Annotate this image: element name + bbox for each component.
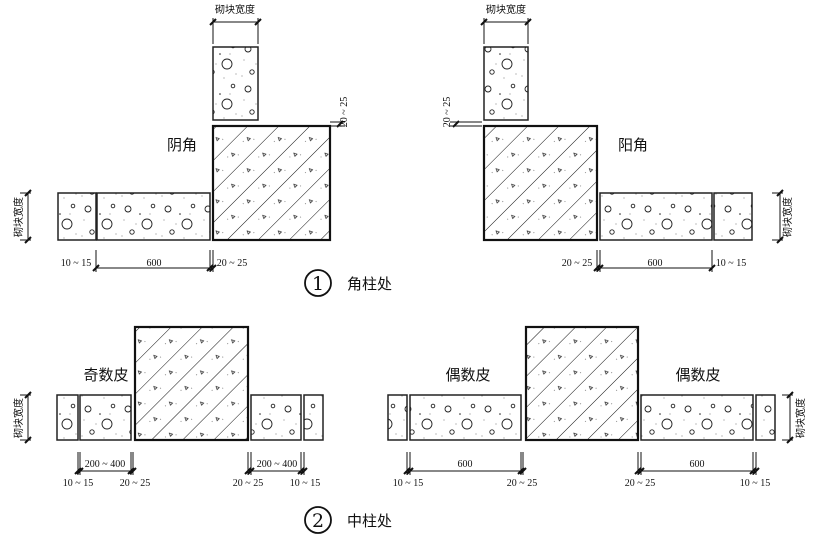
dimension-tick [24, 391, 32, 399]
concrete-column [211, 124, 332, 242]
detail-marker-2: 2 [312, 510, 324, 532]
dim-joint-10-15: 10 ~ 15 [393, 478, 423, 489]
block-width-label-3: 砌块宽度 [12, 197, 25, 237]
dim-600: 600 [458, 459, 473, 470]
dimension-tick [593, 264, 601, 272]
dimension-tick [206, 264, 214, 272]
masonry-block [483, 46, 529, 121]
dimension-tick [452, 120, 460, 128]
block-width-label-5: 砌块宽度 [12, 398, 25, 438]
dim-gap-20-25: 20 ~ 25 [562, 258, 592, 269]
dimension-tick [76, 467, 84, 475]
dimension-tick [129, 467, 137, 475]
dim-600: 600 [690, 459, 705, 470]
dimension-tick [24, 436, 32, 444]
dim-gap-20-25: 20 ~ 25 [233, 478, 263, 489]
even-course-label-right: 偶数皮 [675, 366, 720, 384]
concrete-column [133, 325, 250, 442]
dimension-tick [637, 467, 645, 475]
masonry-block [409, 394, 522, 441]
dimension-tick [92, 264, 100, 272]
dimension-tick [519, 467, 527, 475]
dimension-tick [336, 120, 344, 128]
concrete-column [524, 325, 640, 442]
concrete-column [482, 124, 599, 242]
masonry-block [56, 394, 79, 441]
block-width-label-4: 砌块宽度 [781, 197, 794, 237]
dimension-tick [776, 189, 784, 197]
masonry-block [387, 394, 408, 441]
corner-column-title: 角柱处 [347, 275, 392, 293]
detail-marker-circle-1 [304, 269, 332, 297]
outer-corner-label: 阳角 [618, 136, 648, 154]
middle-column-title: 中柱处 [347, 512, 392, 530]
masonry-block [713, 192, 753, 241]
dimension-tick [749, 467, 757, 475]
dimension-tick [776, 236, 784, 244]
dim-joint-10-15: 10 ~ 15 [63, 478, 93, 489]
dimension-tick [24, 236, 32, 244]
dim-joint-10-15: 10 ~ 15 [61, 258, 91, 269]
masonry-block [755, 394, 776, 441]
masonry-block [640, 394, 754, 441]
inner-corner-label: 阴角 [167, 136, 197, 154]
dimension-tick [403, 467, 411, 475]
dim-gap-20-25-vertical: 20 ~ 25 [339, 97, 350, 127]
dimension-tick [297, 467, 305, 475]
odd-course-label: 奇数皮 [83, 366, 128, 384]
diagram-shapes [20, 18, 794, 475]
dim-200-400: 200 ~ 400 [257, 459, 297, 470]
block-width-label-1: 砌块宽度 [215, 3, 255, 16]
dim-gap-20-25: 20 ~ 25 [120, 478, 150, 489]
dim-gap-20-25: 20 ~ 25 [217, 258, 247, 269]
dim-600: 600 [648, 258, 663, 269]
dimension-tick [786, 436, 794, 444]
dimension-tick [634, 467, 642, 475]
dim-joint-10-15: 10 ~ 15 [290, 478, 320, 489]
dimension-tick [300, 467, 308, 475]
dim-gap-20-25: 20 ~ 25 [507, 478, 537, 489]
dim-gap-20-25: 20 ~ 25 [625, 478, 655, 489]
block-width-label-2: 砌块宽度 [486, 3, 526, 16]
block-width-label-6: 砌块宽度 [794, 398, 807, 438]
dimension-tick [596, 264, 604, 272]
dim-600: 600 [147, 258, 162, 269]
dimension-tick [786, 391, 794, 399]
dimension-tick [752, 467, 760, 475]
dimension-tick [708, 264, 716, 272]
dim-gap-20-25-vertical: 20 ~ 25 [442, 97, 453, 127]
dimension-tick [247, 467, 255, 475]
detail-marker-1: 1 [312, 273, 324, 295]
dimension-tick [24, 189, 32, 197]
masonry-block [212, 46, 259, 121]
dim-joint-10-15: 10 ~ 15 [740, 478, 770, 489]
dimension-tick [406, 467, 414, 475]
masonry-block [79, 394, 132, 441]
masonry-block [96, 192, 211, 241]
masonry-block [57, 192, 97, 241]
dim-joint-10-15: 10 ~ 15 [716, 258, 746, 269]
dimension-tick [244, 467, 252, 475]
detail-marker-circle-2 [304, 506, 332, 534]
dimension-tick [209, 264, 217, 272]
even-course-label-left: 偶数皮 [445, 366, 490, 384]
masonry-block [250, 394, 302, 441]
masonry-block [599, 192, 713, 241]
dim-200-400: 200 ~ 400 [85, 459, 125, 470]
masonry-block [303, 394, 324, 441]
